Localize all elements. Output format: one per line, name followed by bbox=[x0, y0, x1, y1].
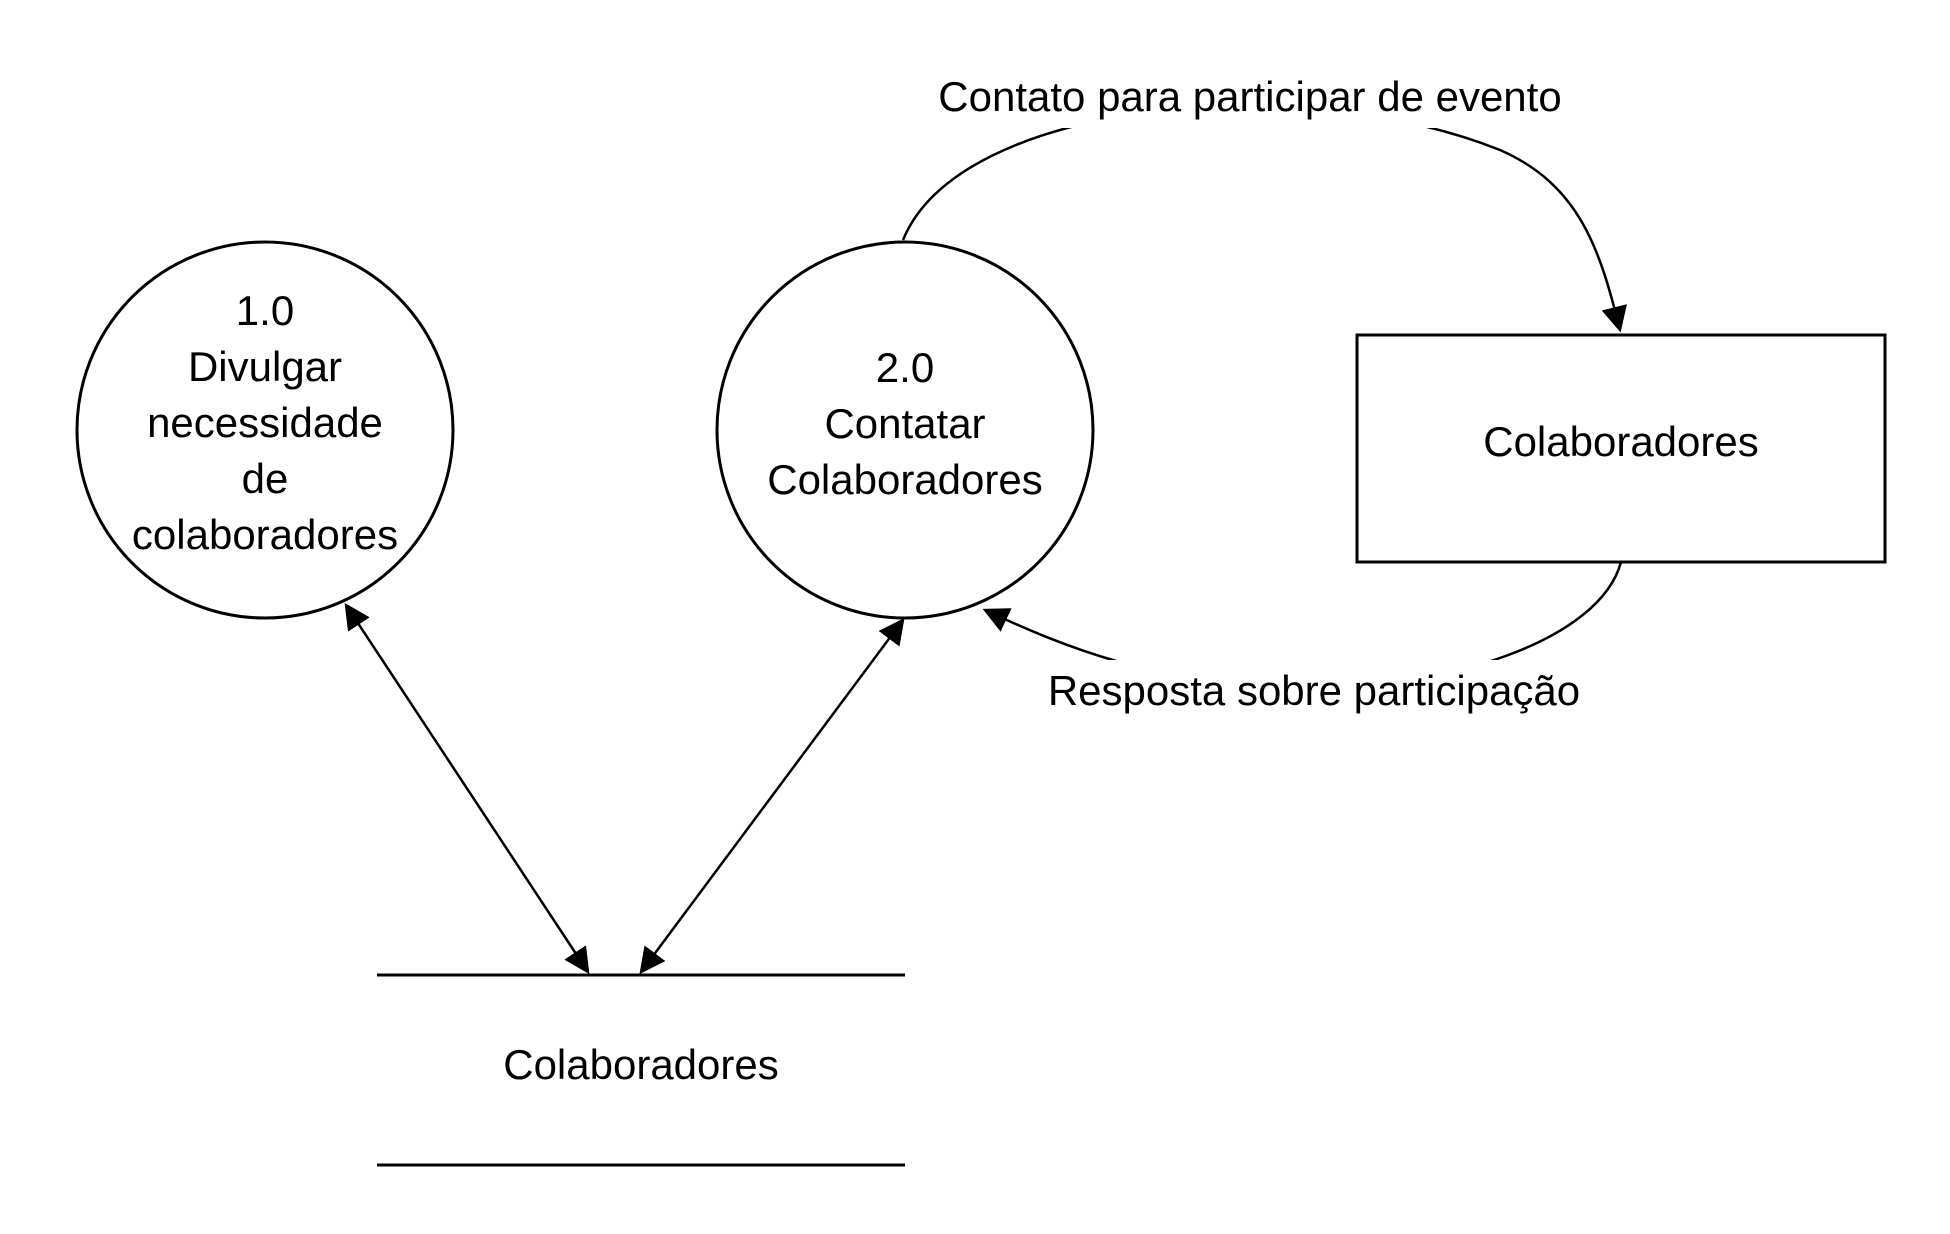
process-1-circle bbox=[75, 240, 455, 620]
data-store-colaboradores[interactable]: Colaboradores bbox=[377, 973, 905, 1167]
external-entity-label: Colaboradores bbox=[1483, 418, 1759, 465]
process-1-divulgar[interactable]: 1.0 Divulgar necessidade de colaboradore… bbox=[75, 240, 455, 620]
process-1-line-2: necessidade bbox=[147, 399, 383, 446]
flow-process2-datastore[interactable] bbox=[639, 617, 905, 975]
process-2-line-2: Colaboradores bbox=[767, 456, 1043, 503]
flow-response-label: Resposta sobre participação bbox=[1048, 667, 1580, 714]
flow-contact-label: Contato para participar de evento bbox=[938, 73, 1561, 120]
process-2-number: 2.0 bbox=[876, 344, 934, 391]
process-1-line-1: Divulgar bbox=[188, 343, 342, 390]
process-1-line-3: de bbox=[242, 455, 289, 502]
response-label-bg bbox=[1015, 660, 1615, 720]
external-entity-colaboradores[interactable]: Colaboradores bbox=[1355, 333, 1887, 564]
contact-label-bg bbox=[900, 62, 1600, 128]
process-1-line-4: colaboradores bbox=[132, 511, 398, 558]
process-2-circle bbox=[715, 240, 1095, 620]
process-2-line-1: Contatar bbox=[824, 400, 985, 447]
process-2-contatar[interactable]: 2.0 Contatar Colaboradores bbox=[715, 240, 1095, 620]
flow-process1-datastore[interactable] bbox=[344, 602, 590, 975]
data-store-label: Colaboradores bbox=[503, 1041, 779, 1088]
process-1-number: 1.0 bbox=[236, 287, 294, 334]
